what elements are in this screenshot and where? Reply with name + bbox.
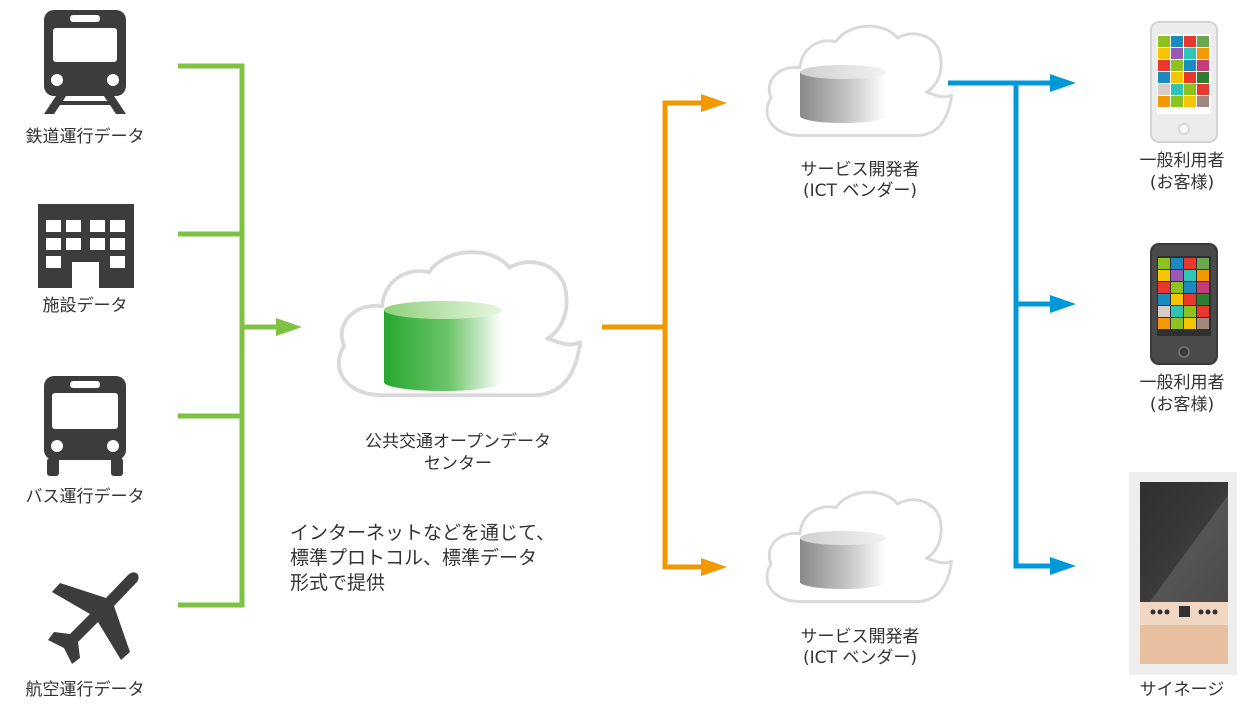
user-label-signage: サイネージ [1139, 680, 1225, 700]
building-icon [38, 204, 134, 288]
user-label-1: 一般利用者 [1139, 151, 1225, 171]
delivery-note-line-2: 標準プロトコル、標準データ [290, 547, 538, 569]
delivery-note: インターネットなどを通じて、 標準プロトコル、標準データ 形式で提供 [290, 521, 555, 596]
delivery-note-line-1: インターネットなどを通じて、 [290, 522, 556, 544]
center-label-line2: センター [424, 454, 492, 474]
vendor-cloud-bottom [765, 490, 954, 604]
vendor-label-top-line2: (ICT ベンダー) [803, 181, 917, 201]
green-connectors [178, 63, 282, 608]
green-arrowhead [276, 318, 302, 336]
user-label-2: 一般利用者 [1139, 373, 1225, 393]
user-label-1-line2: (お客様) [1149, 173, 1215, 193]
source-label-bus: バス運行データ [25, 487, 145, 507]
user-label-2-line2: (お客様) [1149, 395, 1215, 415]
train-icon [44, 10, 126, 114]
signage-icon [1129, 472, 1237, 675]
orange-arrowhead-bottom [701, 558, 727, 576]
blue-arrowhead-3 [1050, 557, 1076, 575]
gray-database-icon [800, 65, 886, 123]
vendor-label-bottom-line2: (ICT ベンダー) [803, 648, 917, 668]
gray-database-icon [800, 531, 886, 589]
vendor-label-top: サービス開発者 [800, 160, 920, 180]
center-cloud [336, 250, 583, 398]
smartphone-dark-icon [1150, 243, 1218, 365]
green-database-icon [384, 301, 502, 391]
blue-arrowhead-1 [1050, 74, 1076, 92]
source-label-rail: 鉄道運行データ [25, 127, 145, 147]
smartphone-white-icon [1150, 21, 1218, 143]
blue-arrowhead-2 [1050, 295, 1076, 313]
vendor-label-bottom: サービス開発者 [800, 627, 920, 647]
bus-icon [44, 376, 126, 476]
airplane-icon [48, 572, 139, 664]
source-label-facility: 施設データ [42, 296, 128, 316]
center-label: 公共交通オープンデータ [365, 432, 551, 452]
orange-arrowhead-top [701, 94, 727, 112]
vendor-cloud-top [765, 24, 954, 138]
orange-connectors [602, 100, 707, 570]
blue-connectors [948, 80, 1056, 569]
source-label-air: 航空運行データ [25, 680, 145, 700]
delivery-note-line-3: 形式で提供 [290, 572, 386, 594]
